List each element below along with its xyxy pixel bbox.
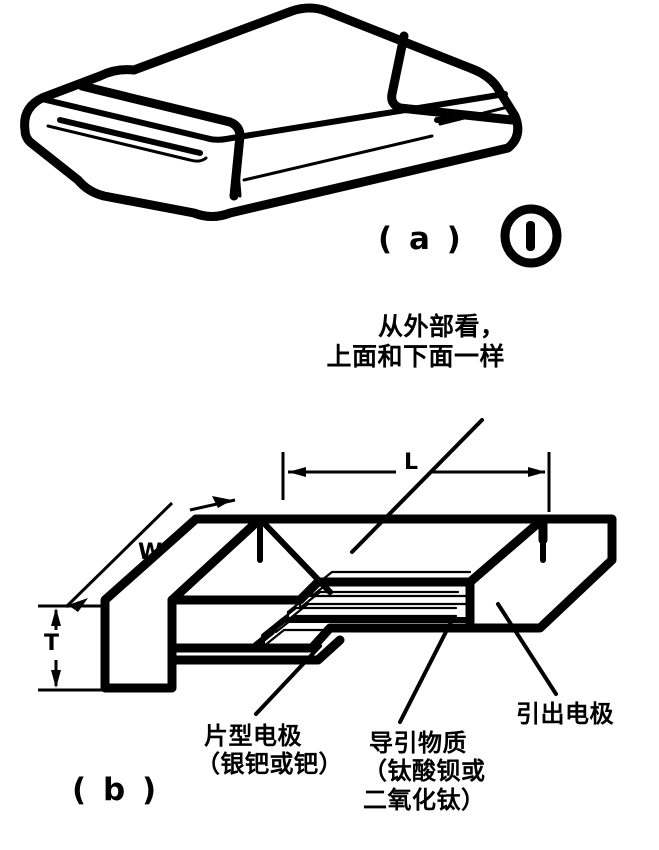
electrode-layer-2 <box>298 582 460 602</box>
chip-left-termination-face-crease <box>57 117 203 156</box>
annotation-dielectric-line3: 二氧化钛） <box>363 785 486 814</box>
chip-front-face-crease <box>234 143 242 198</box>
annotation-sheet-electrode-line1: 片型电极 <box>204 722 302 750</box>
annotation-top-note-line2: 上面和下面一样 <box>326 341 506 371</box>
L-arrowhead-right <box>528 467 546 477</box>
leader-top-note <box>350 418 484 554</box>
annotation-dielectric-line2: （钛酸钡或 <box>363 757 486 786</box>
W-arrowhead-upper <box>212 496 232 508</box>
chip-left-termination-inner-crease <box>46 124 208 163</box>
panel-a-exterior-chip <box>20 3 523 221</box>
left-termination-top-edge <box>169 516 263 603</box>
annotation-dielectric: 导引物质 （钛酸钡或 二氧化钛） <box>363 729 486 814</box>
chip-right-termination-crease-a <box>434 116 455 123</box>
T-arrowhead-bottom <box>51 670 61 688</box>
chip-body-top-fill <box>29 8 512 209</box>
panel-b-cutaway-chip <box>38 418 640 724</box>
panel-b-caption: ( b ) <box>72 772 160 808</box>
dimension-label-width: W <box>138 540 163 565</box>
chip-left-termination-inner-edge <box>77 81 245 201</box>
annotation-lead-electrode: 引出电极 <box>516 700 614 728</box>
annotation-top-note-line1: 从外部看， <box>378 312 506 341</box>
internal-electrode-layers <box>249 570 472 651</box>
chip-right-termination-inner-edge <box>387 31 517 125</box>
W-dim-line-lower-seg <box>64 501 174 609</box>
figure-number-glyph <box>526 221 535 251</box>
panel-a-caption: ( a ) <box>378 221 464 257</box>
leader-sheet-electrode <box>254 644 322 716</box>
leader-lead-electrode <box>496 602 558 696</box>
electrode-layer-2-thickness <box>298 590 460 610</box>
annotation-dielectric-line1: 导引物质 <box>369 729 467 757</box>
annotation-top-note: 从外部看， 上面和下面一样 <box>326 312 506 371</box>
dimension-thickness-T <box>38 604 104 692</box>
dimension-label-thickness: T <box>44 631 60 656</box>
body-bottom-front-edge <box>167 635 345 665</box>
leader-dielectric <box>398 618 454 724</box>
electrode-layer-3-thickness <box>286 602 470 622</box>
dimension-label-length: L <box>404 450 419 475</box>
chip-side-fill-helper <box>29 155 40 176</box>
figure-number-badge <box>500 204 562 268</box>
T-arrowhead-top <box>51 608 61 626</box>
right-termination-outer-edges <box>537 516 615 631</box>
electrode-layer-1-thickness <box>310 578 472 598</box>
chip-right-termination-crease-b <box>438 105 510 126</box>
electrode-layer-1 <box>310 570 472 590</box>
dimension-length-L <box>281 452 551 512</box>
body-top-left-ridge <box>257 516 333 595</box>
chip-front-lower-edge-line <box>242 134 434 182</box>
chip-outline <box>20 3 523 221</box>
chip-top-edge-line <box>39 91 508 143</box>
annotation-sheet-electrode-line2: （银钯或钯） <box>196 750 343 779</box>
L-arrowhead-left <box>288 467 306 477</box>
annotation-sheet-electrode: 片型电极 （银钯或钯） <box>196 722 343 779</box>
electrode-layer-3 <box>286 594 470 614</box>
